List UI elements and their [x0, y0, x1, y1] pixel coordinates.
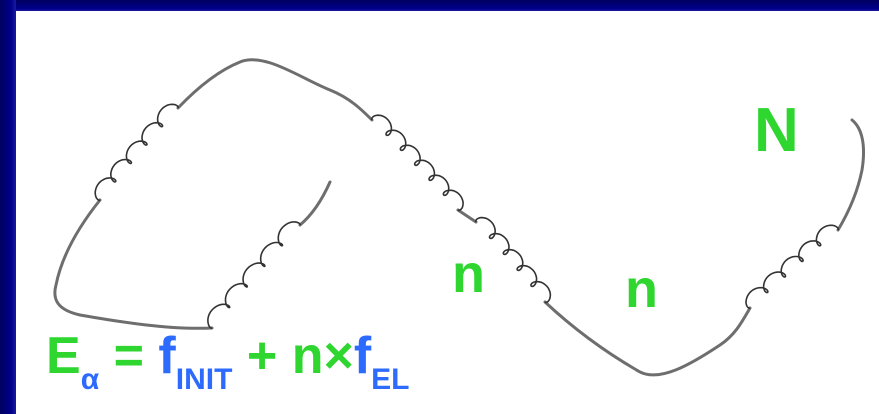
- equation-f-el-subscript: EL: [371, 363, 409, 396]
- equation-e: E: [46, 327, 81, 385]
- equation-f-init-subscript: INIT: [176, 363, 233, 396]
- helix-3: [372, 115, 463, 210]
- chain-segment-right-hook: [838, 120, 864, 230]
- equation-e-subscript: α: [81, 363, 99, 396]
- equation-equals: =: [114, 327, 144, 385]
- helix-2: [208, 222, 300, 328]
- chain-segment-inner-tail: [300, 182, 330, 225]
- label-N: N: [754, 100, 799, 162]
- equation: Eα = fINIT + n×fEL: [46, 330, 410, 382]
- equation-plus: +: [247, 327, 277, 385]
- helix-5: [746, 225, 838, 308]
- equation-f-init: f: [158, 327, 175, 385]
- label-n-first: n: [452, 247, 485, 301]
- chain-segment-left-loop: [55, 200, 212, 328]
- chain-segment-mid-joint: [458, 210, 476, 222]
- equation-f-el: f: [354, 327, 371, 385]
- chain-segment-top-left: [178, 60, 372, 120]
- helix-4: [476, 218, 551, 303]
- label-n-second: n: [625, 262, 658, 316]
- equation-n-times: n×: [292, 327, 354, 385]
- helix-1: [95, 104, 178, 200]
